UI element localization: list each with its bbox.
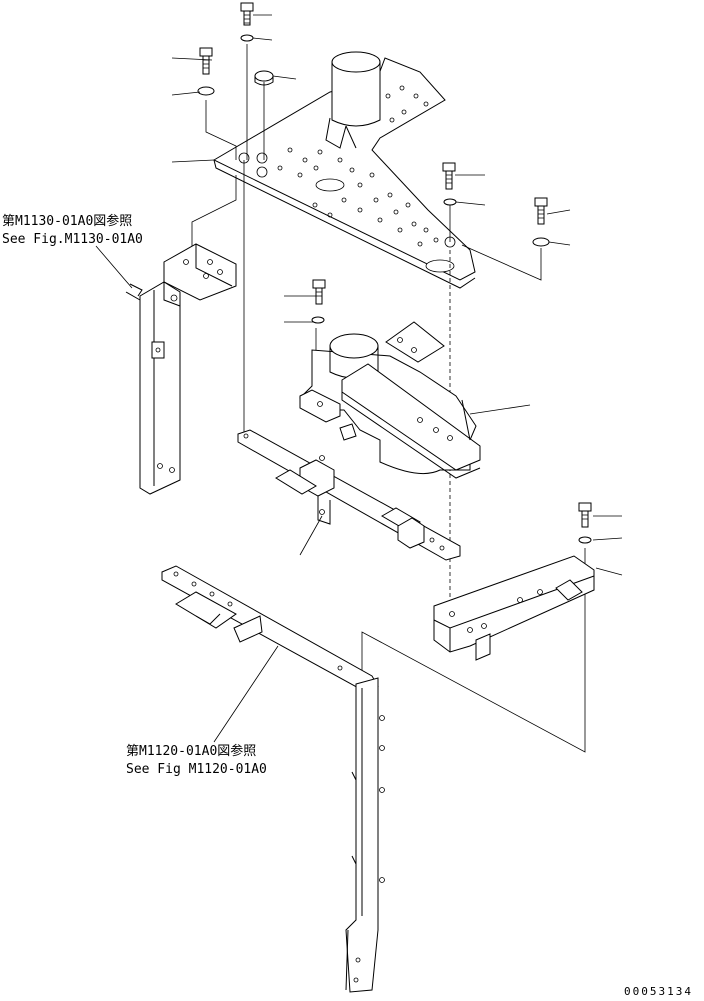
bolt-right-2 — [534, 197, 548, 225]
washer-top-2 — [197, 86, 215, 96]
bolt-top-1 — [240, 2, 254, 26]
bolt-top-2 — [199, 47, 213, 75]
bottom-l-frame — [161, 565, 385, 993]
ref1-ja-label: 第M1130-01A0図参照 — [2, 214, 133, 229]
ref2-ja-label: 第M1120-01A0図参照 — [126, 744, 257, 759]
bolt-right-bracket — [578, 502, 592, 528]
bolt-right-1 — [442, 162, 456, 190]
ref1-en-label: See Fig.M1130-01A0 — [2, 232, 143, 247]
washer-top-1 — [240, 34, 254, 42]
washer-right-1 — [443, 198, 457, 206]
washer-right-2 — [532, 237, 550, 247]
center-housing — [299, 321, 481, 479]
left-side-bracket — [125, 243, 237, 495]
ref2-leader — [213, 645, 279, 743]
right-support-bracket — [433, 555, 595, 661]
washer-right-bracket — [578, 536, 592, 544]
drawing-code: 00053134 — [624, 985, 693, 998]
leader-lines — [171, 14, 623, 576]
cap-plug — [254, 70, 274, 82]
ref1-leader — [95, 245, 133, 289]
bolt-center — [312, 279, 326, 305]
ref2-en-label: See Fig M1120-01A0 — [126, 762, 267, 777]
washer-center — [311, 316, 325, 324]
assembly-lines — [191, 44, 586, 753]
top-plate-tube — [325, 51, 381, 149]
cross-member-bar — [237, 429, 461, 561]
